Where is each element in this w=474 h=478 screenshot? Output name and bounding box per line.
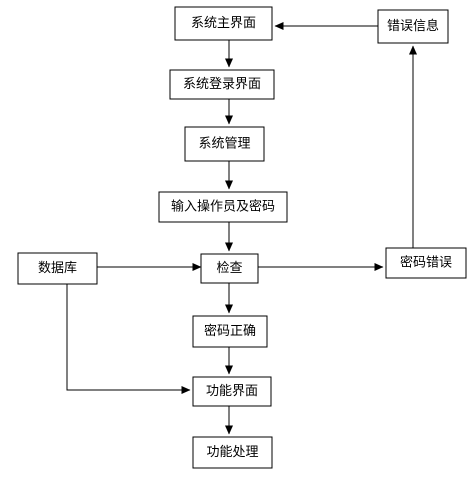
node-login-ui-label: 系统登录界面 — [183, 77, 261, 92]
node-system-mgmt: 系统管理 — [184, 126, 265, 162]
node-error-info-label: 错误信息 — [387, 18, 439, 34]
node-function-proc-label: 功能处理 — [206, 445, 258, 460]
node-function-ui-label: 功能界面 — [206, 384, 258, 399]
node-database: 数据库 — [17, 252, 98, 285]
node-pwd-error: 密码错误 — [385, 247, 467, 279]
node-function-proc: 功能处理 — [192, 436, 273, 469]
node-pwd-correct: 密码正确 — [192, 315, 268, 348]
node-error-info: 错误信息 — [377, 9, 449, 44]
node-input-op-pwd-label: 输入操作员及密码 — [171, 199, 275, 215]
node-system-mgmt-label: 系统管理 — [198, 137, 250, 152]
edges — [66, 22, 417, 435]
node-pwd-correct-label: 密码正确 — [204, 323, 256, 339]
node-main-ui-label: 系统主界面 — [191, 16, 256, 31]
node-pwd-error-label: 密码错误 — [400, 255, 452, 271]
edge-database-to-function — [66, 284, 191, 394]
node-check: 检查 — [200, 253, 259, 284]
node-function-ui: 功能界面 — [192, 376, 272, 407]
node-login-ui: 系统登录界面 — [169, 69, 275, 100]
node-input-op-pwd: 输入操作员及密码 — [158, 191, 288, 223]
node-check-label: 检查 — [216, 261, 242, 276]
node-main-ui: 系统主界面 — [174, 6, 273, 41]
node-database-label: 数据库 — [38, 260, 77, 276]
